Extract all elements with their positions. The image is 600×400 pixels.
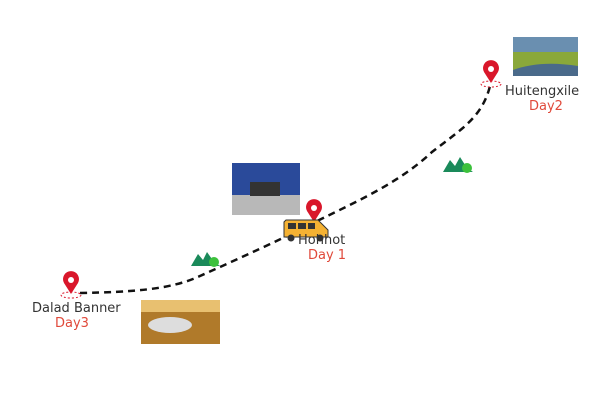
stop-name: Huitengxile: [505, 84, 580, 99]
mountain-icon: [191, 252, 220, 267]
van-icon: [283, 219, 329, 242]
mountain-icon: [443, 157, 473, 173]
stop-name: Dalad Banner: [32, 301, 121, 316]
stop-name: Hohhot: [298, 233, 346, 248]
stop-day: Day2: [529, 99, 563, 114]
stop-day: Day3: [55, 316, 89, 331]
location-pin-icon[interactable]: [480, 60, 502, 88]
stop-day: Day 1: [308, 248, 347, 263]
dalad-banner-photo: [141, 300, 220, 344]
huitengxile-photo: [513, 37, 578, 76]
route-line: [79, 85, 492, 295]
hohhot-photo: [232, 163, 300, 215]
location-pin-icon[interactable]: [60, 271, 82, 299]
location-pin-icon[interactable]: [306, 199, 322, 222]
